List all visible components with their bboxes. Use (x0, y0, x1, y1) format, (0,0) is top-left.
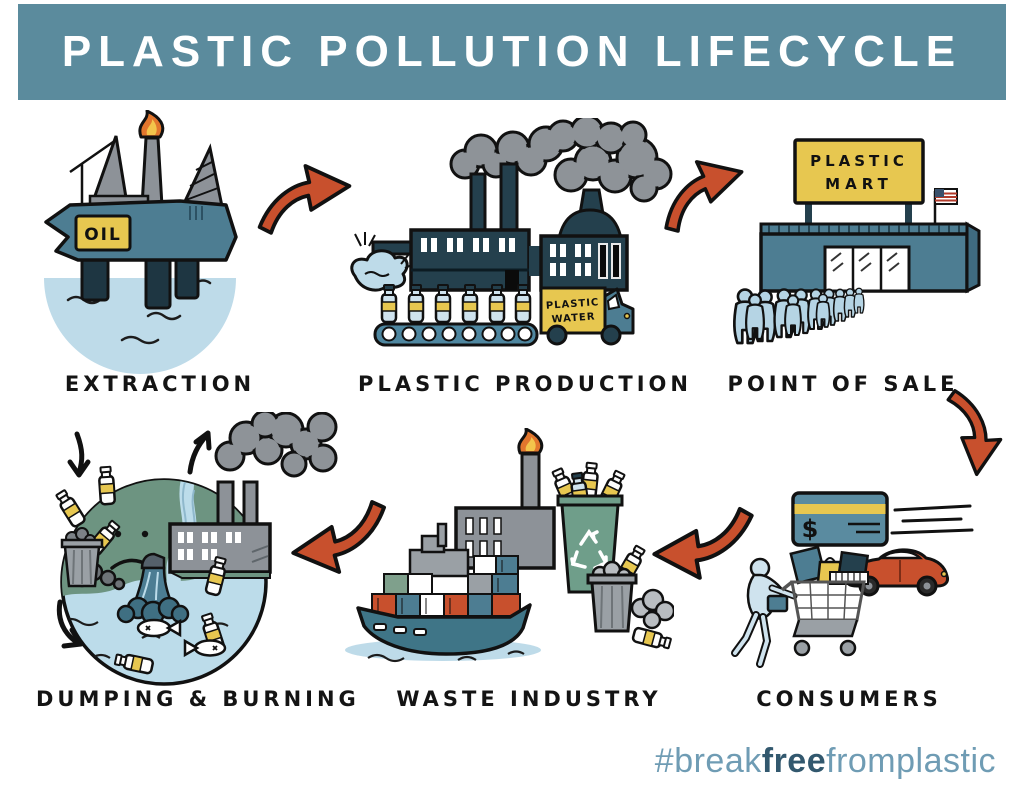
container-ship (356, 522, 532, 656)
cart-wheel (793, 639, 811, 657)
headlight (623, 312, 631, 320)
shopper (731, 557, 798, 668)
flow-arrow-production-to-pos (664, 160, 744, 233)
delivery-truck: PLASTIC WATER (539, 286, 635, 346)
factory-door (505, 270, 519, 290)
stage-label-consumers: CONSUMERS (756, 687, 942, 711)
flow-arrow-pos-to-consumers (946, 389, 1003, 477)
drain-pipe (140, 552, 166, 570)
store-doors (823, 245, 911, 293)
truck-sign-line1: PLASTIC (546, 297, 600, 312)
flow-arrow-consumers-to-waste (652, 506, 754, 580)
burning-factory (168, 412, 338, 579)
sign-post (805, 201, 812, 227)
smoke-clouds (449, 118, 673, 203)
store-side (965, 221, 981, 294)
campaign-hashtag: #breakfreefromplastic (655, 742, 996, 781)
plastic-mart-illustration: PLASTIC MART (733, 138, 981, 345)
shopping-cart (780, 545, 870, 657)
flow-arrow-waste-to-dumping (291, 500, 387, 574)
customer-queue (733, 287, 865, 345)
car-window (878, 550, 924, 560)
ship-hull (356, 603, 532, 656)
smoke-clouds (214, 412, 338, 478)
incinerator-chimney (520, 452, 541, 512)
store-sign-line1: PLASTIC (810, 152, 908, 170)
truck-sign-line2: WATER (551, 311, 596, 325)
chimney (242, 480, 259, 526)
stage-label-plastic-production: PLASTIC PRODUCTION (358, 372, 692, 396)
stage-label-waste-industry: WASTE INDUSTRY (396, 687, 662, 711)
chimney (216, 480, 235, 526)
mast-lattice (185, 161, 219, 201)
flame-icon (517, 428, 544, 455)
oil-rig-illustration: OIL (44, 110, 238, 374)
leak-smoke (630, 588, 674, 630)
building-connector (529, 246, 541, 276)
dead-fish (136, 618, 227, 658)
cart-handle (780, 580, 794, 592)
down-arrow (74, 431, 85, 476)
us-flag-icon (933, 188, 958, 227)
oil-sign-text: OIL (84, 225, 122, 245)
card-dollar-symbol: $ (802, 515, 819, 543)
incinerator-building (454, 428, 556, 570)
factory-windows (421, 238, 515, 252)
cab-window (606, 293, 621, 311)
crane-cable (69, 138, 117, 204)
stage-label-point-of-sale: POINT OF SALE (727, 372, 959, 396)
hashtag-suffix: fromplastic (826, 742, 996, 780)
sign-post (905, 201, 912, 227)
consumers-illustration: $ (731, 491, 974, 668)
title-banner: PLASTIC POLLUTION LIFECYCLE (18, 4, 1006, 100)
parapet-hatch (768, 225, 960, 233)
cart-wheel (839, 639, 857, 657)
shore-trash (60, 517, 126, 591)
sea-water (44, 278, 236, 374)
stage-label-dumping-burning: DUMPING & BURNING (36, 687, 360, 711)
factory-windows (178, 532, 241, 560)
store-sign (793, 138, 925, 205)
hull-ports (373, 623, 427, 636)
tall-window (598, 243, 608, 279)
oil-sign (74, 214, 132, 252)
cart-items (789, 545, 870, 585)
red-car (846, 548, 949, 597)
cycle-arrows (56, 430, 212, 649)
hashtag-bold: free (761, 742, 827, 780)
fallen-bottle (630, 625, 673, 652)
page-title: PLASTIC POLLUTION LIFECYCLE (61, 27, 963, 76)
factory-bottling-illustration: PLASTIC WATER (350, 118, 673, 347)
truck-wheel (600, 324, 622, 346)
credit-card: $ (791, 491, 889, 547)
speed-lines (890, 504, 974, 535)
flow-arrow-extraction-to-production (257, 164, 352, 235)
curve-arrow (56, 599, 81, 646)
ship-superstructure (408, 522, 470, 578)
handbag (766, 594, 789, 613)
secondary-windows (550, 244, 591, 276)
tall-window (611, 243, 621, 279)
store-sign-line2: MART (825, 175, 893, 193)
hashtag-prefix: #break (654, 742, 762, 780)
hull-vents (189, 206, 203, 220)
wave-lines (367, 650, 525, 663)
truck-wheel (546, 324, 568, 346)
cart-chassis (792, 619, 859, 638)
bottle-conveyor (373, 322, 539, 347)
waste-industry-illustration (345, 428, 674, 663)
trash-can (586, 543, 674, 652)
card-lines (848, 522, 880, 534)
sewage-waterfall (116, 552, 190, 626)
stage-label-extraction: EXTRACTION (64, 372, 256, 396)
polluted-earth-illustration (53, 412, 338, 686)
splash-cloud (116, 596, 190, 626)
flame-icon (138, 110, 165, 139)
